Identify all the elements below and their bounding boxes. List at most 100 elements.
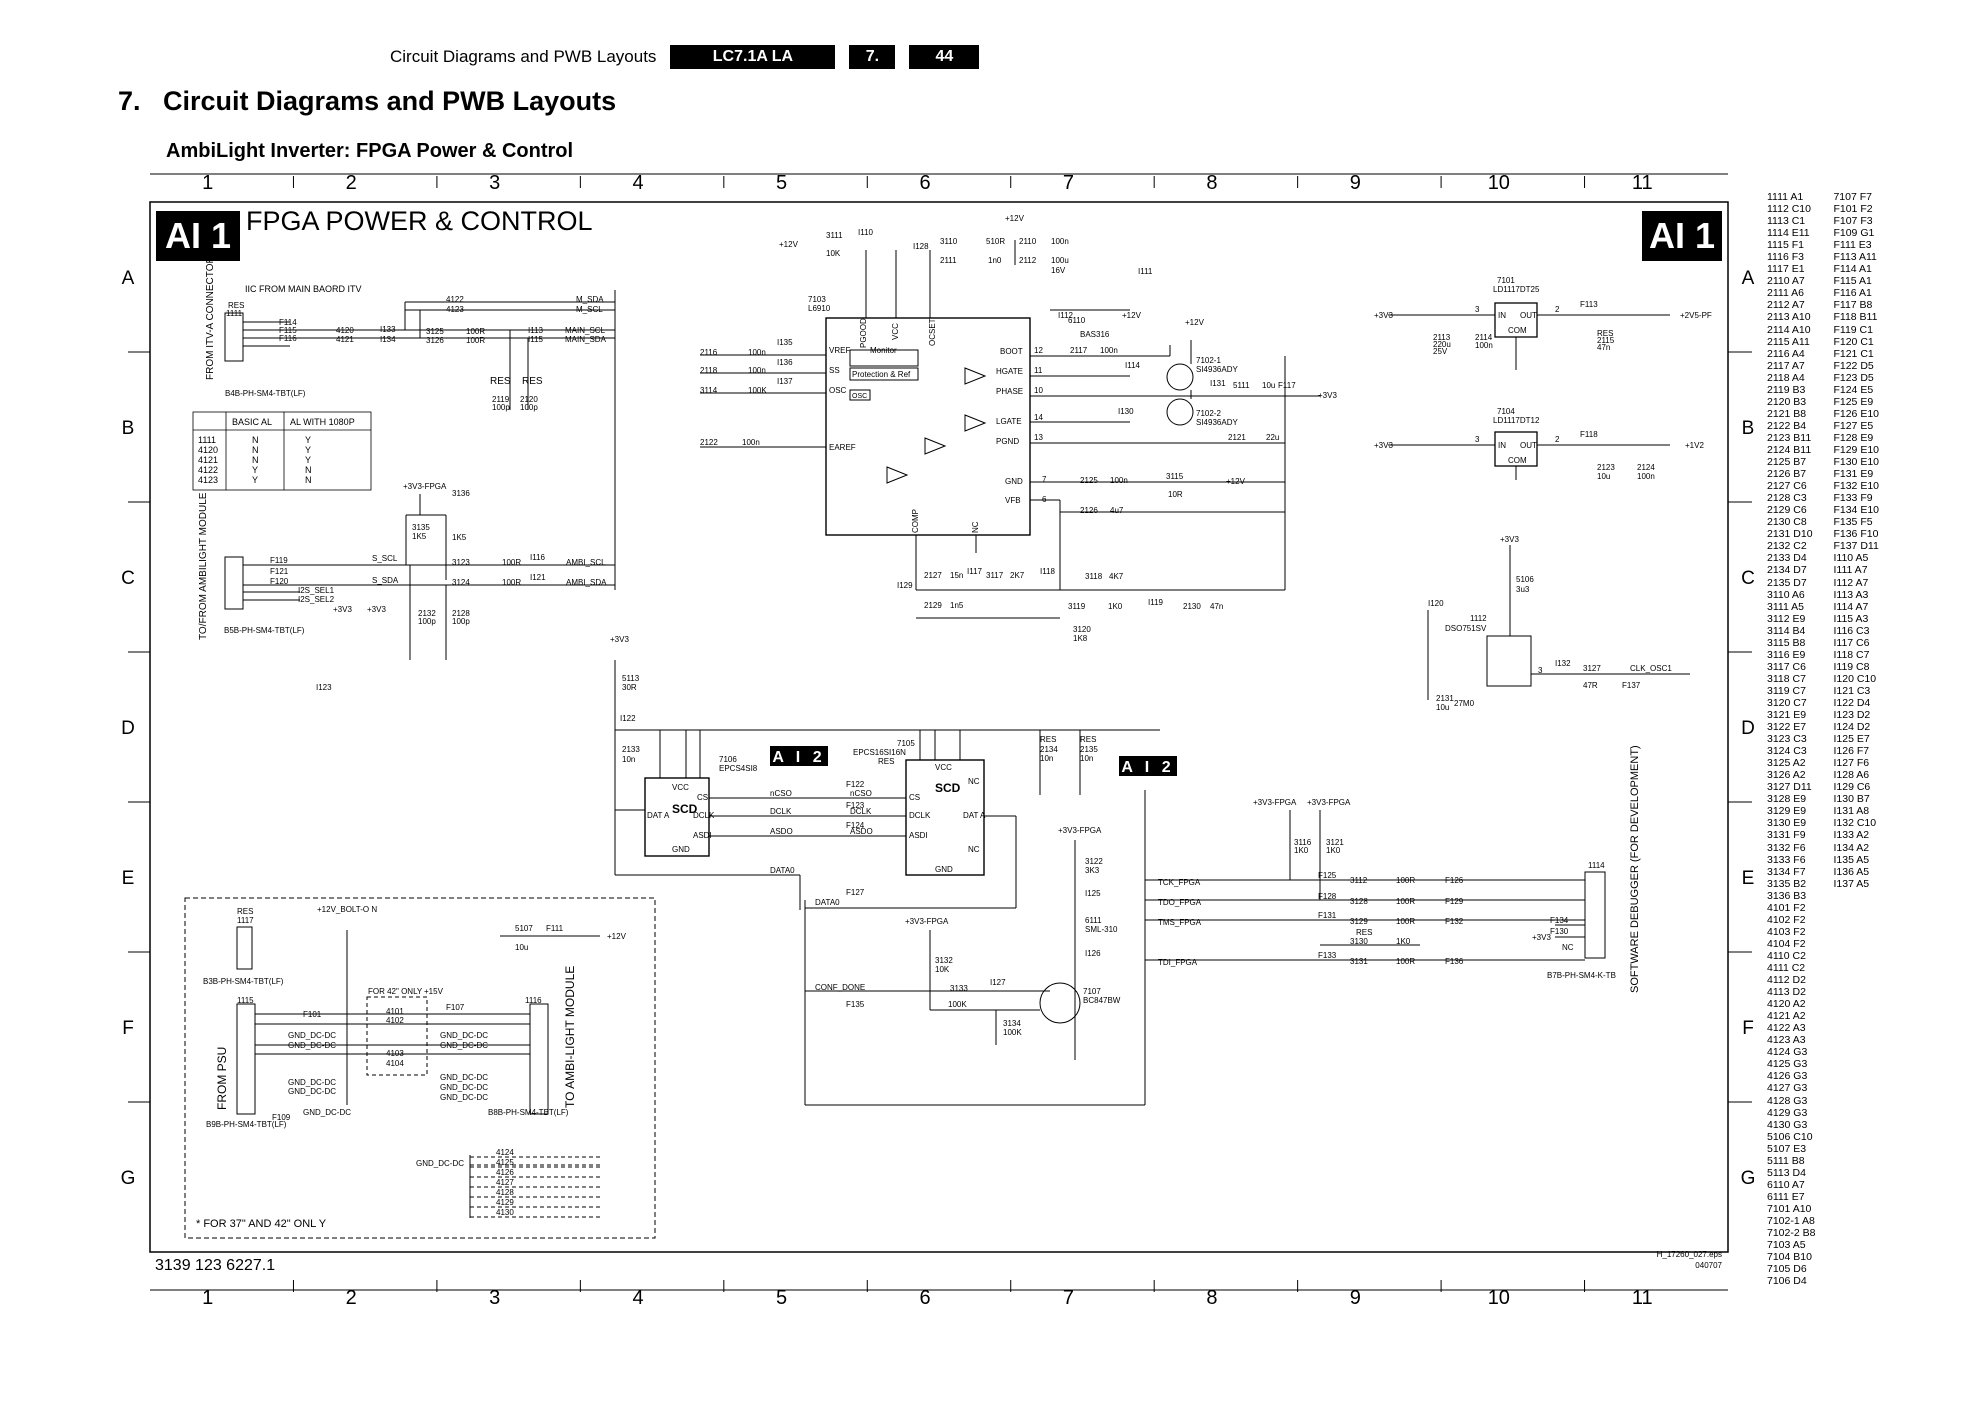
column-label-10: 10: [1488, 1287, 1510, 1309]
label: 3114: [700, 386, 718, 395]
reference-index-entry: I117 C6: [1833, 636, 1870, 649]
label: SS: [829, 366, 840, 375]
label: 2123: [1597, 463, 1615, 472]
label: 3133: [950, 984, 968, 993]
label: DATA0: [815, 898, 840, 907]
label: OSC: [829, 386, 847, 395]
label: RES: [522, 376, 543, 387]
reference-index-entry: I133 A2: [1833, 829, 1870, 842]
label: GND: [935, 865, 953, 874]
signal-main-scl: MAIN_SCL: [565, 326, 606, 335]
reference-index-entry: 1113 C1: [1767, 215, 1806, 228]
reference-index-entry: I137 A5: [1833, 877, 1870, 890]
column-label-2: 2: [346, 172, 357, 194]
row-label-D: D: [121, 718, 135, 739]
reference-index-entry: 2124 B11: [1767, 443, 1812, 456]
label: 4102: [386, 1016, 404, 1025]
label: RES: [228, 301, 244, 310]
label: 100R: [502, 578, 521, 587]
row-label-C: C: [121, 568, 135, 589]
reference-index-entry: 2132 C2: [1767, 540, 1807, 553]
label: ASDO: [850, 827, 873, 836]
label: I117: [967, 567, 983, 576]
reference-index-entry: 3132 F6: [1767, 841, 1806, 854]
signal-conf-done: CONF_DONE: [815, 983, 865, 992]
label: 2K7: [1010, 571, 1025, 580]
diagram-frame: [149, 201, 1729, 1253]
label: 2118: [700, 366, 718, 375]
label: 10K: [826, 249, 841, 258]
config-table-cell: Y: [305, 445, 311, 455]
config-table-cell: 4120: [198, 445, 218, 455]
label: 2115: [1597, 336, 1615, 345]
sheet-ref-badge-1: [770, 746, 828, 766]
label: nCSO: [850, 789, 872, 798]
jumper-4129: 4129: [496, 1198, 514, 1207]
reference-index-entry: F132 E10: [1833, 480, 1880, 493]
label: 2110: [1019, 237, 1037, 246]
reference-index-entry: I134 A2: [1833, 841, 1870, 854]
label: PGND: [996, 437, 1019, 446]
label: 100n: [742, 438, 760, 447]
label: 100p: [418, 617, 436, 626]
label: 10u: [1262, 381, 1275, 390]
label: F109: [272, 1113, 291, 1122]
label: OUT: [1520, 441, 1537, 450]
label: 3116: [1294, 838, 1312, 847]
reference-index-entry: 2131 D10: [1767, 528, 1813, 541]
reference-index-entry: 2111 A6: [1767, 287, 1804, 300]
reference-index-entry: 4110 C2: [1767, 949, 1806, 962]
label: 3124: [452, 578, 470, 587]
reference-index-entry: I132 C10: [1833, 817, 1877, 830]
label: 1K8: [1073, 634, 1088, 643]
signal-data0: DATA0: [770, 866, 795, 875]
label: 2122: [700, 438, 718, 447]
rail-15v: +15V: [424, 987, 444, 996]
label: +3V3: [1532, 933, 1551, 942]
header-page: 44: [909, 45, 980, 69]
reference-index-entry: 2115 A11: [1767, 335, 1810, 348]
reference-index-entry: 1117 E1: [1767, 263, 1805, 276]
label: F118: [1580, 430, 1598, 439]
reference-index-entry: I129 C6: [1833, 781, 1871, 794]
reference-index-entry: I122 D4: [1833, 696, 1871, 709]
label: I111: [1138, 267, 1153, 276]
label: NC: [968, 845, 980, 854]
label: 3u3: [1516, 585, 1530, 594]
label: 5111: [1233, 381, 1250, 390]
label: F129: [1445, 897, 1464, 906]
label: I118: [1040, 567, 1056, 576]
connector-1113: B5B-PH-SM4-TBT(LF): [224, 626, 305, 635]
reference-index-entry: 2134 D7: [1767, 564, 1807, 577]
column-label-11: 11: [1632, 172, 1653, 194]
reference-index-entry: 3119 C7: [1767, 684, 1806, 697]
label: 10u: [1436, 703, 1449, 712]
reference-index-entry: 2126 B7: [1767, 468, 1807, 481]
reference-index-entry: 6111 E7: [1767, 1190, 1805, 1203]
label: 2112: [1019, 256, 1037, 265]
label: I134: [380, 335, 396, 344]
reference-index-entry: I116 C3: [1833, 624, 1870, 637]
label: I133: [380, 325, 396, 334]
label: 4u7: [1110, 506, 1124, 515]
reference-index-entry: I130 B7: [1833, 793, 1870, 806]
label: F125: [1318, 871, 1337, 880]
sheet-badge-left: [156, 211, 240, 261]
label: I112: [1058, 311, 1074, 320]
label: GND_DC-DC: [288, 1087, 336, 1096]
label: +3V3-FPGA: [1307, 798, 1351, 807]
iic-label: IIC FROM MAIN BAORD ITV: [245, 284, 362, 294]
label: F114: [279, 318, 297, 327]
reference-index-entry: I112 A7: [1833, 576, 1869, 589]
reference-index-entry: F119 C1: [1833, 323, 1873, 336]
config-table-cell: 4122: [198, 465, 218, 475]
jumper-4130: 4130: [496, 1208, 514, 1217]
label: 3115: [1166, 472, 1184, 481]
reference-index-entry: 4104 F2: [1767, 937, 1806, 950]
reference-index-entry: 4113 D2: [1767, 986, 1806, 999]
label: GND: [672, 845, 690, 854]
config-table-cell: 4123: [198, 475, 218, 485]
label: 1114: [1588, 861, 1605, 870]
